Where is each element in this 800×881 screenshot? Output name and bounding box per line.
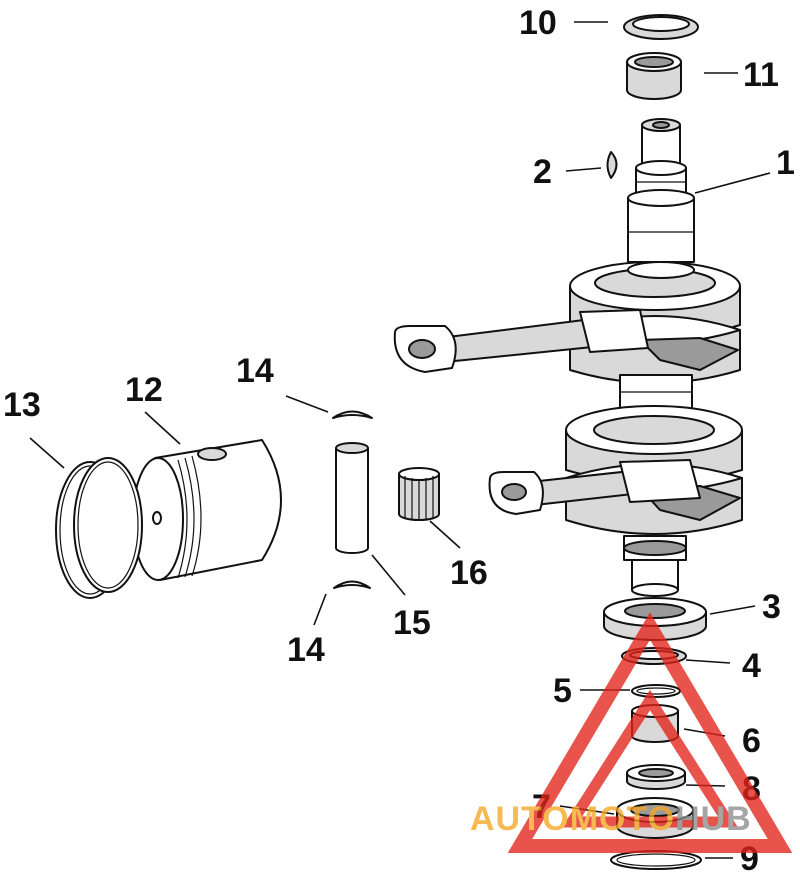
part-16-needle-bearing xyxy=(398,467,440,521)
part-14-clip-lower xyxy=(333,580,371,589)
part-2-key xyxy=(606,151,618,179)
part-8-seal xyxy=(626,764,686,790)
callout-5: 5 xyxy=(553,672,572,710)
callout-1: 1 xyxy=(776,144,795,182)
callout-labels: 10 11 2 1 3 4 5 6 8 7 9 12 13 14 14 15 1… xyxy=(3,4,795,878)
connecting-rod-upper xyxy=(393,309,649,373)
part-11-bearing xyxy=(626,52,682,100)
part-9-oring xyxy=(610,850,702,870)
part-15-wrist-pin xyxy=(335,442,369,554)
callout-14-lower: 14 xyxy=(287,631,325,669)
watermark-triangle-outer xyxy=(507,612,793,853)
callout-2: 2 xyxy=(533,153,552,191)
part-14-clip-upper xyxy=(332,410,373,419)
callout-13: 13 xyxy=(3,386,41,424)
watermark-logo: AUTOMOTOHUB xyxy=(470,612,793,853)
part-1-crankshaft xyxy=(565,118,743,597)
callout-10: 10 xyxy=(519,4,557,42)
callout-12: 12 xyxy=(125,371,163,409)
watermark-text: AUTOMOTOHUB xyxy=(470,800,752,838)
callout-16: 16 xyxy=(450,554,488,592)
callout-14-upper: 14 xyxy=(236,352,274,390)
part-5-oring xyxy=(631,684,681,698)
watermark-text-hub: HUB xyxy=(675,800,752,838)
callout-15: 15 xyxy=(393,604,431,642)
watermark-text-automoto: AUTOMOTO xyxy=(470,800,675,838)
callout-11: 11 xyxy=(743,56,779,94)
callout-6: 6 xyxy=(742,722,761,760)
part-10-seal xyxy=(623,14,699,40)
part-12-piston xyxy=(132,439,282,581)
part-13-piston-rings xyxy=(55,457,143,599)
callout-4: 4 xyxy=(742,647,761,685)
callout-3: 3 xyxy=(762,588,781,626)
connecting-rod-lower xyxy=(488,459,701,515)
watermark-triangle-inner xyxy=(561,689,739,828)
